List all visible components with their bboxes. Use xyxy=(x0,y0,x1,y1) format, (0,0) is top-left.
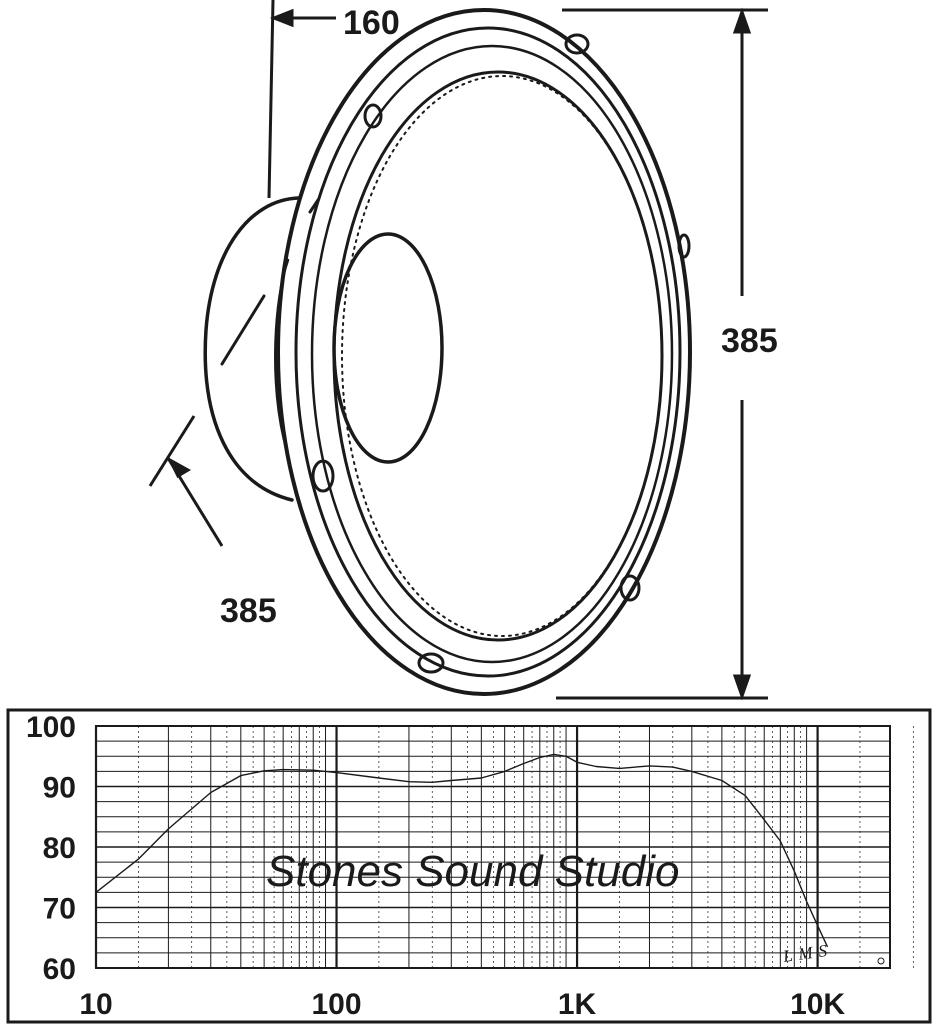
diameter-arrowhead xyxy=(166,456,191,479)
tick-labels: 60 70 80 90 100 10 100 1K 10K xyxy=(26,711,846,1021)
magnet-dash-2 xyxy=(220,294,266,366)
response-curve xyxy=(95,753,829,948)
depth-label: 160 xyxy=(343,4,400,42)
y-tick-label: 90 xyxy=(43,772,76,805)
x-tick-label: 1K xyxy=(558,988,597,1021)
watermark: Stones Sound Studio xyxy=(266,847,679,896)
speaker-drawing xyxy=(203,8,692,696)
lms-stamp-mark xyxy=(877,957,885,965)
x-tick-label: 100 xyxy=(311,988,361,1021)
cone-surround xyxy=(341,75,663,637)
mounting-hole xyxy=(564,33,590,55)
y-tick-label: 100 xyxy=(26,711,76,744)
frame-ring-2 xyxy=(294,26,682,678)
depth-extension-line xyxy=(267,0,275,199)
mounting-hole xyxy=(417,652,445,674)
diameter-label: 385 xyxy=(220,592,277,630)
x-tick-label: 10K xyxy=(790,988,845,1021)
mounting-hole xyxy=(311,459,335,493)
y-tick-label: 70 xyxy=(43,893,76,926)
mounting-hole xyxy=(677,233,691,259)
y-tick-label: 60 xyxy=(43,953,76,986)
y-tick-label: 80 xyxy=(43,832,76,865)
diameter-tick xyxy=(148,415,196,487)
frequency-response-chart: 60 70 80 90 100 10 100 1K 10K Stones Sound Studi… xyxy=(6,708,932,1024)
frame-outer-ring xyxy=(276,8,692,696)
magnet-body xyxy=(203,196,300,502)
dimension-lines xyxy=(148,0,768,701)
height-label: 385 xyxy=(721,322,778,360)
cone-edge xyxy=(332,70,664,642)
x-tick-label: 10 xyxy=(79,988,112,1021)
mounting-hole xyxy=(619,574,641,602)
series xyxy=(95,753,829,948)
depth-arrowhead xyxy=(269,8,294,28)
chart-frame xyxy=(6,708,932,1024)
frame-ring-3 xyxy=(310,44,674,664)
grid xyxy=(94,725,914,969)
height-arrowhead-bottom xyxy=(732,674,752,701)
height-arrowhead-top xyxy=(732,7,752,34)
mounting-hole xyxy=(363,103,383,129)
